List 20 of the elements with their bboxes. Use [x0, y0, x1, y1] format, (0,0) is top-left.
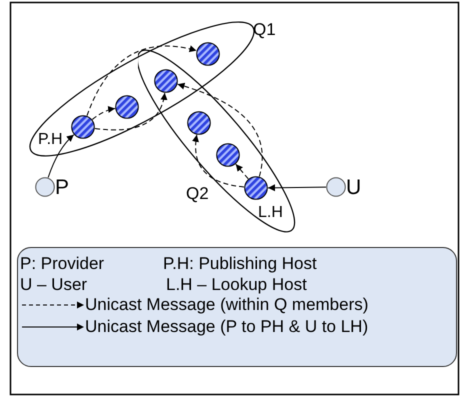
dashed-arrow [94, 92, 167, 130]
legend-text: Unicast Message (within Q members) [85, 296, 368, 313]
group-label: Q1 [253, 21, 276, 38]
dashed-arrow [92, 106, 116, 120]
dashed-arrow [177, 82, 263, 177]
legend-text: Unicast Message (P to PH & U to LH) [85, 318, 368, 335]
dashed-arrow [192, 134, 245, 188]
legend-text: L.H – Lookup Host [166, 276, 307, 293]
dashed-arrow [86, 46, 197, 116]
arrow [268, 184, 326, 192]
arrow [48, 134, 74, 178]
host-label: L.H [258, 205, 283, 221]
host-label: P.H [38, 132, 63, 148]
legend-text: P: Provider [20, 255, 104, 272]
node-label: P [55, 177, 70, 198]
node-label: U [346, 177, 362, 198]
dashed-arrow [235, 164, 249, 180]
group-label: Q2 [186, 185, 209, 202]
legend-text: U – User [20, 276, 88, 293]
legend-text: P.H: Publishing Host [163, 255, 317, 272]
